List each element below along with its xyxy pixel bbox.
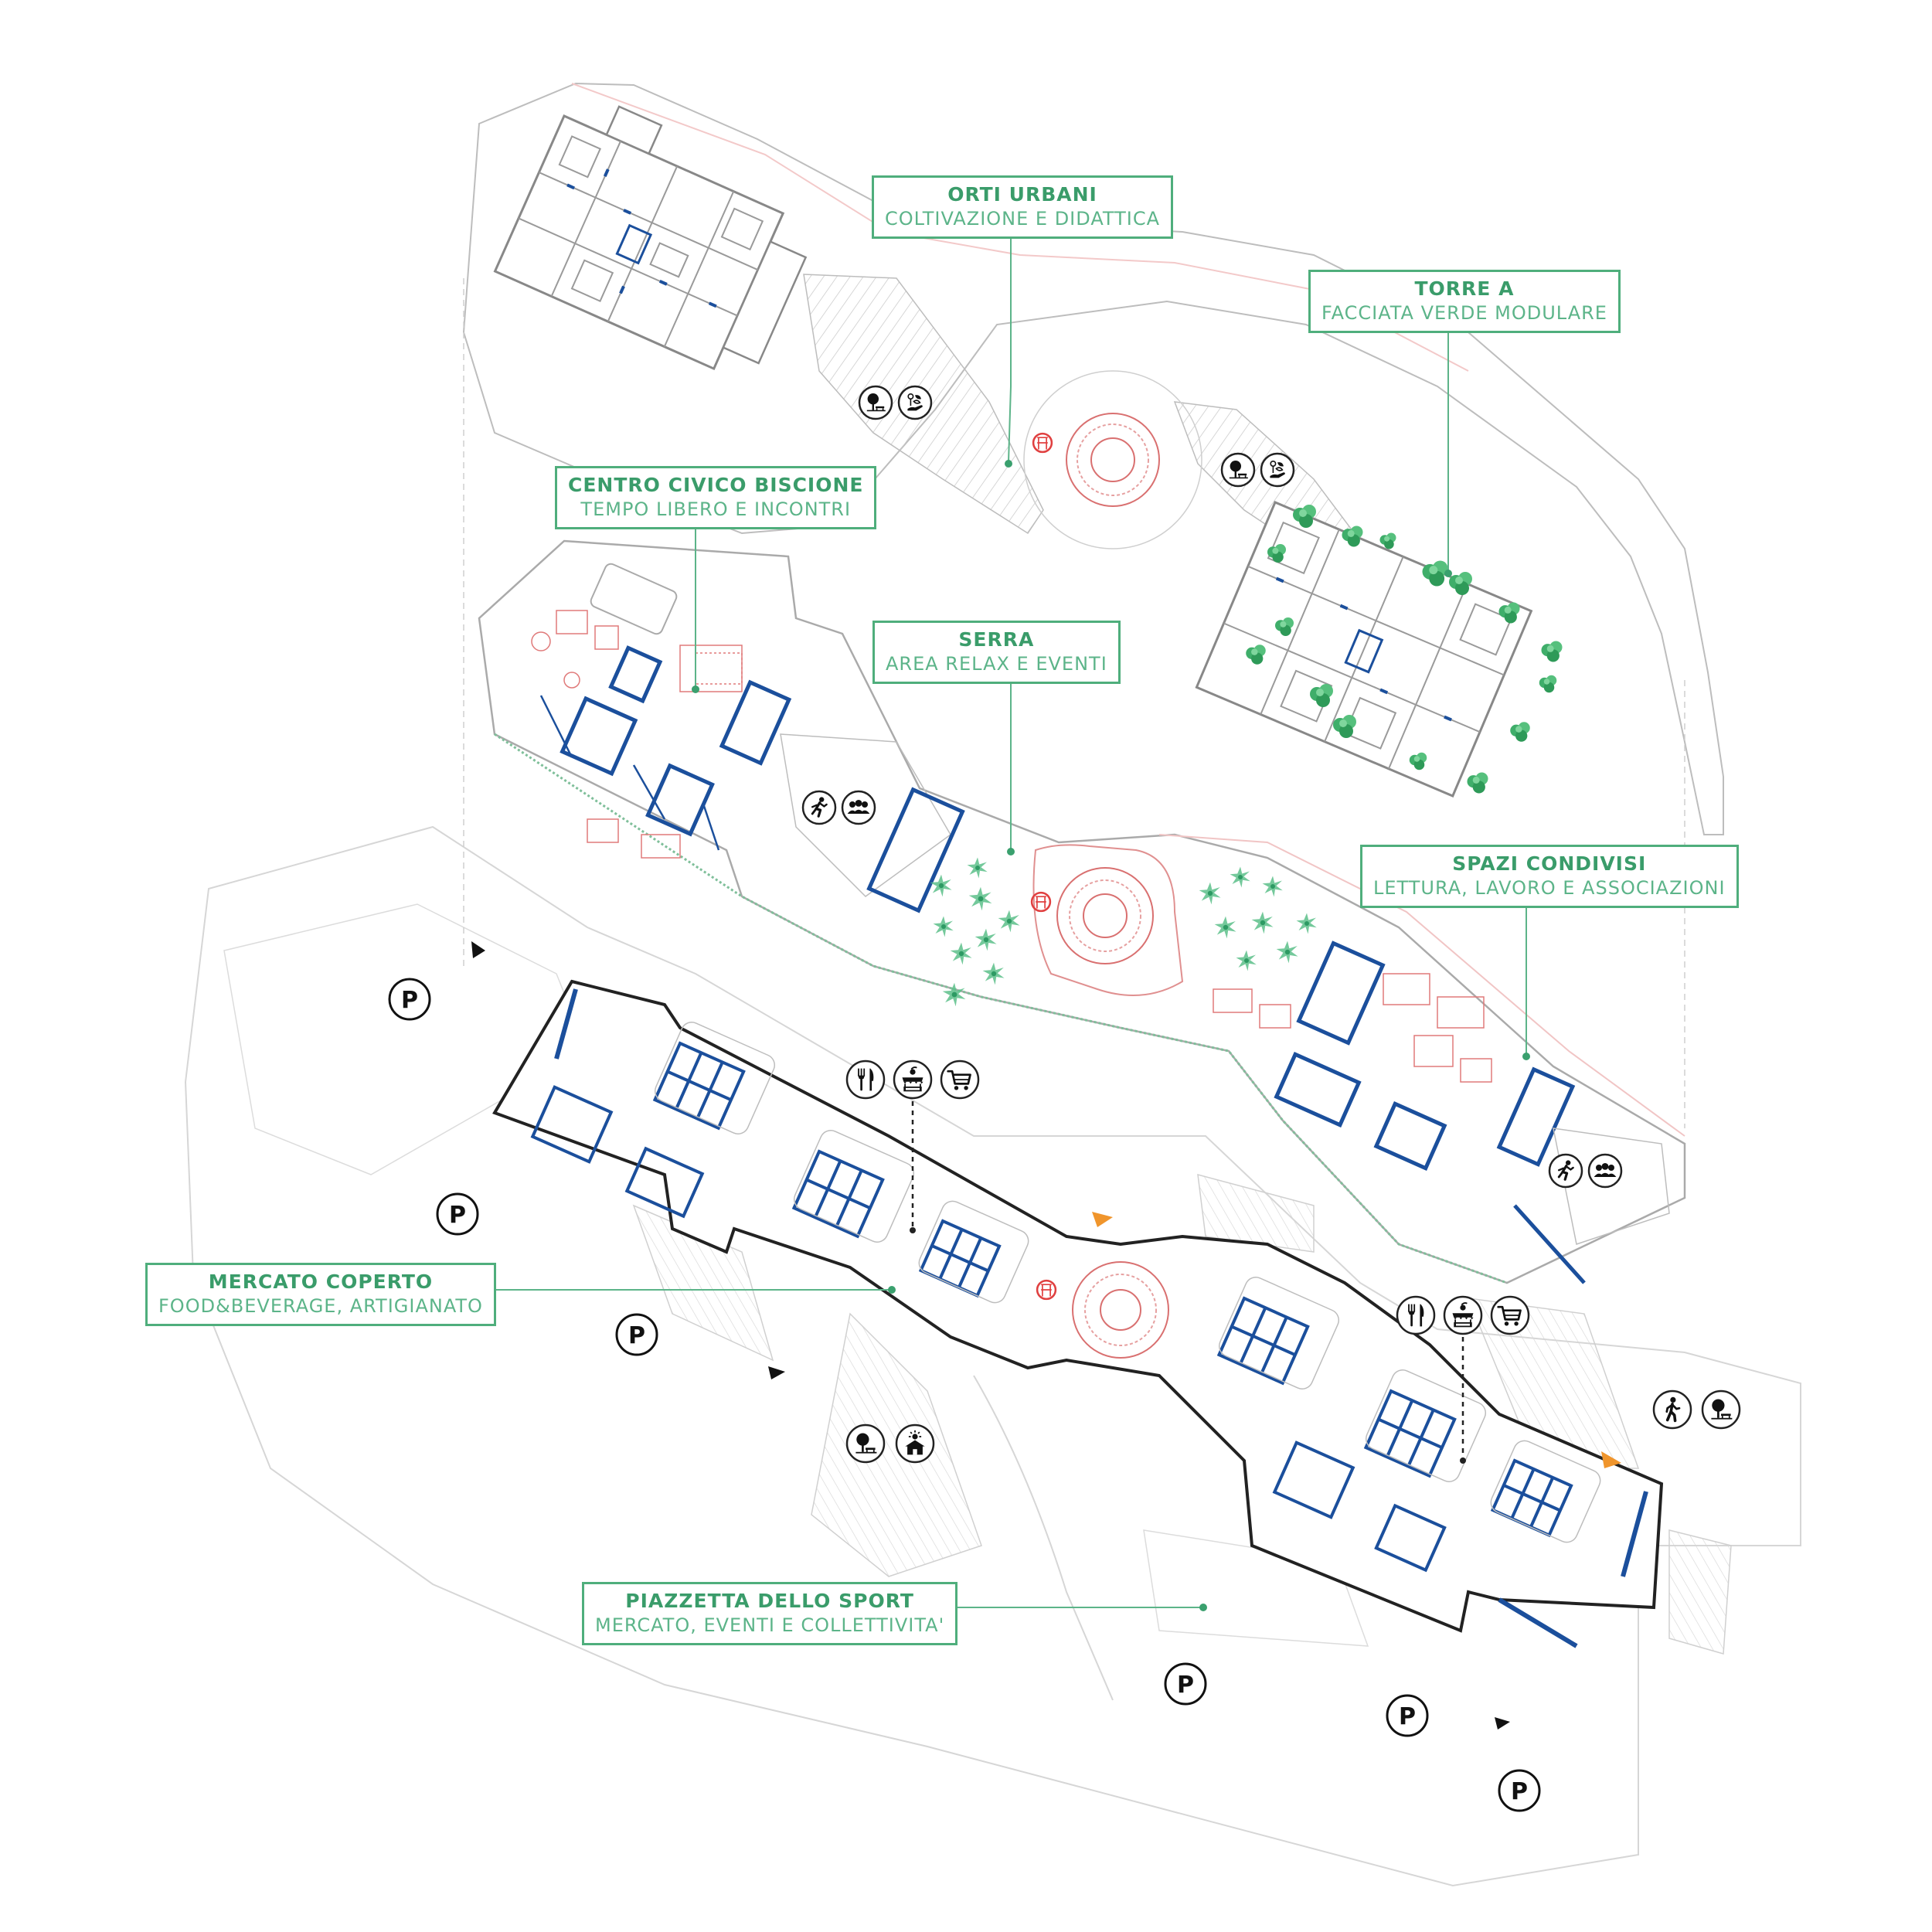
callout-subtitle: AREA RELAX E EVENTI — [886, 653, 1107, 675]
entrance-arrow-icon — [768, 1366, 785, 1379]
callout-title: SPAZI CONDIVISI — [1452, 852, 1647, 875]
lift-icon — [1032, 432, 1053, 454]
parking-label: P — [1177, 1672, 1194, 1699]
circular-stair-top — [1023, 370, 1202, 549]
callout-serra: SERRA AREA RELAX E EVENTI — [872, 621, 1121, 684]
callout-title: ORTI URBANI — [947, 183, 1097, 206]
parking-icon: P — [436, 1192, 479, 1236]
callout-subtitle: TEMPO LIBERO E INCONTRI — [580, 498, 852, 520]
entrance-arrows — [471, 941, 1621, 1730]
residential-building-top — [493, 105, 808, 371]
shared-spaces-rooms — [1213, 940, 1670, 1284]
parking-label: P — [1511, 1778, 1528, 1805]
parking-markers: P P P P P P — [388, 978, 1541, 1812]
callout-spazi-condivisi: SPAZI CONDIVISI LETTURA, LAVORO E ASSOCI… — [1360, 845, 1739, 908]
tower-a-building — [1195, 501, 1533, 798]
callout-subtitle: MERCATO, EVENTI E COLLETTIVITA' — [595, 1614, 945, 1636]
callout-title: SERRA — [958, 628, 1035, 651]
callout-orti-urbani: ORTI URBANI COLTIVAZIONE E DIDATTICA — [872, 175, 1174, 239]
market-building-outline — [492, 979, 1664, 1633]
callout-title: TORRE A — [1414, 277, 1515, 300]
callout-title: PIAZZETTA DELLO SPORT — [625, 1590, 914, 1612]
level-bottom-plan — [184, 825, 1801, 1887]
civic-center-outline — [478, 539, 1686, 1284]
parking-label: P — [449, 1202, 466, 1229]
parking-icon: P — [615, 1313, 658, 1356]
icon-pair-piazzetta-right — [1652, 1389, 1741, 1430]
callout-subtitle: FACCIATA VERDE MODULARE — [1321, 302, 1607, 324]
icon-pair-civic — [801, 790, 876, 825]
callout-subtitle: LETTURA, LAVORO E ASSOCIAZIONI — [1373, 877, 1726, 899]
callout-subtitle: FOOD&BEVERAGE, ARTIGIANATO — [158, 1295, 483, 1317]
icon-pair-orti-right — [1220, 452, 1295, 488]
entrance-arrow-icon — [1495, 1717, 1510, 1730]
icon-row-market-left — [845, 1060, 980, 1233]
level-top-plan — [462, 82, 1724, 835]
orange-arrow-icon — [1601, 1451, 1621, 1468]
callout-torre-a: TORRE A FACCIATA VERDE MODULARE — [1308, 270, 1621, 333]
callout-piazzetta-sport: PIAZZETTA DELLO SPORT MERCATO, EVENTI E … — [582, 1582, 958, 1645]
entrance-arrow-icon — [471, 941, 485, 958]
icon-pair-orti-left — [858, 385, 933, 420]
parking-label: P — [628, 1322, 645, 1349]
callout-title: MERCATO COPERTO — [208, 1270, 434, 1293]
parking-icon: P — [388, 978, 431, 1021]
market-stalls — [530, 1041, 1573, 1573]
parking-icon: P — [1498, 1769, 1541, 1812]
vertical-guides — [463, 278, 1685, 1128]
callout-mercato-coperto: MERCATO COPERTO FOOD&BEVERAGE, ARTIGIANA… — [145, 1263, 496, 1326]
green-edge — [494, 733, 1508, 1284]
parking-icon: P — [1386, 1694, 1429, 1737]
site-outline-bottom — [184, 825, 1801, 1887]
callout-centro-civico: CENTRO CIVICO BISCIONE TEMPO LIBERO E IN… — [555, 466, 877, 529]
callout-leaders — [479, 226, 1527, 1608]
callout-dots — [692, 460, 1530, 1611]
callout-title: CENTRO CIVICO BISCIONE — [568, 474, 864, 496]
parking-label: P — [401, 987, 418, 1014]
parking-icon: P — [1164, 1662, 1207, 1706]
icon-pair-piazzetta-left — [845, 1423, 935, 1464]
parking-label: P — [1399, 1703, 1416, 1730]
icon-pair-spazi — [1548, 1153, 1623, 1189]
site-outline-red-mid — [1158, 834, 1685, 1137]
circular-stair-bottom — [1072, 1261, 1169, 1359]
callout-subtitle: COLTIVAZIONE E DIDATTICA — [885, 208, 1161, 230]
market-facade-blue — [554, 988, 1648, 1648]
icon-row-market-right — [1396, 1295, 1530, 1464]
level-middle-plan — [478, 539, 1686, 1284]
circular-stair-mid — [1032, 844, 1184, 996]
orange-arrow-icon — [1092, 1212, 1113, 1227]
